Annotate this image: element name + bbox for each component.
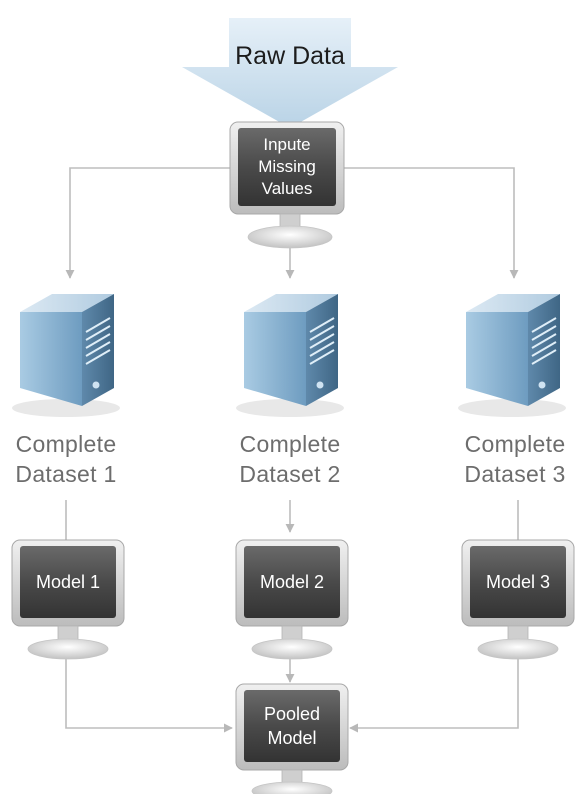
model-1-screen (20, 546, 116, 618)
model-monitor-1: Model 1 (11, 539, 125, 660)
model-3-label: Model 3 (486, 572, 550, 592)
connector-model-3-to-pooled (349, 656, 519, 733)
dataset-1-line1: Complete (16, 431, 117, 457)
dataset-label-2: Complete Dataset 2 (239, 431, 340, 487)
pooled-model-monitor: Pooled Model (235, 683, 349, 794)
dataset-2-line2: Dataset 2 (239, 461, 340, 487)
server-icon-1 (12, 294, 120, 417)
model-monitor-3: Model 3 (461, 539, 575, 660)
impute-label-line1: Inpute (263, 135, 310, 154)
dataset-1-line2: Dataset 1 (15, 461, 116, 487)
model-2-label: Model 2 (260, 572, 324, 592)
server-icon-2 (236, 294, 344, 417)
dataset-3-line2: Dataset 3 (464, 461, 565, 487)
connector-impute-to-dataset-1 (65, 167, 239, 279)
impute-label-line2: Missing (258, 157, 316, 176)
impute-label-line3: Values (262, 179, 313, 198)
pooled-label-line2: Model (267, 728, 316, 748)
model-monitor-2: Model 2 (235, 539, 349, 660)
pooled-label-line1: Pooled (264, 704, 320, 724)
model-2-screen (244, 546, 340, 618)
model-1-label: Model 1 (36, 572, 100, 592)
impute-monitor: Inpute Missing Values (229, 121, 345, 249)
pooled-screen (244, 690, 340, 762)
connector-impute-to-dataset-3 (341, 167, 519, 279)
server-icon-3 (458, 294, 566, 417)
dataset-3-line1: Complete (465, 431, 566, 457)
connector-model-1-to-pooled (65, 656, 233, 733)
dataset-label-1: Complete Dataset 1 (15, 431, 116, 487)
raw-data-label: Raw Data (235, 42, 345, 70)
impute-screen (238, 128, 336, 206)
dataset-2-line1: Complete (240, 431, 341, 457)
impute-monitor-base (247, 225, 333, 249)
model-3-screen (470, 546, 566, 618)
connectors (65, 167, 519, 733)
raw-data-arrow: Raw Data (182, 18, 398, 128)
dataset-label-3: Complete Dataset 3 (464, 431, 565, 487)
